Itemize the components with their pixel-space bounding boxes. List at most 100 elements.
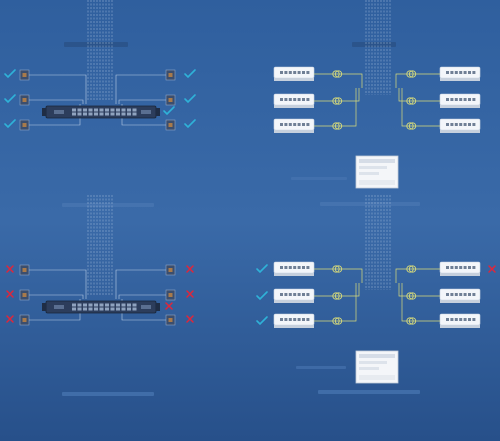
check-stroke bbox=[184, 69, 196, 79]
server-bay bbox=[359, 361, 387, 364]
access-switch-port bbox=[302, 98, 305, 101]
access-switch-port bbox=[288, 71, 292, 74]
access-switch-port bbox=[293, 318, 297, 321]
switch-port bbox=[83, 108, 87, 112]
switch-port bbox=[127, 307, 131, 311]
check-icon bbox=[256, 291, 268, 301]
fiber-cable bbox=[314, 73, 363, 88]
panel-title-bar bbox=[352, 42, 396, 47]
port-jack bbox=[22, 73, 27, 77]
access-switch-port bbox=[306, 293, 310, 296]
access-switch-port bbox=[472, 123, 476, 126]
access-switch-port bbox=[450, 71, 454, 74]
cross-stroke bbox=[186, 315, 194, 323]
port-jack bbox=[22, 98, 27, 102]
fiber-transceiver-icon bbox=[332, 292, 343, 300]
switch-port bbox=[99, 112, 104, 116]
fiber-transceiver-icon bbox=[406, 317, 417, 325]
access-switch bbox=[439, 313, 481, 328]
switch-port bbox=[72, 112, 76, 116]
access-switch-base bbox=[440, 130, 480, 133]
access-switch-port bbox=[463, 98, 467, 101]
fiber-ring bbox=[408, 265, 417, 273]
access-switch-base bbox=[274, 273, 314, 276]
access-switch-port bbox=[454, 318, 458, 321]
access-switch-port bbox=[306, 98, 310, 101]
fiber-ring bbox=[332, 97, 340, 105]
access-switch-port bbox=[454, 266, 458, 269]
access-switch-port bbox=[288, 318, 292, 321]
switch-port bbox=[88, 307, 93, 311]
wall-port-icon bbox=[19, 69, 30, 81]
switch-port bbox=[83, 307, 87, 311]
wall-port-icon bbox=[165, 69, 176, 81]
fiber-ring bbox=[332, 122, 340, 130]
cross-icon bbox=[186, 290, 194, 298]
access-switch-port bbox=[302, 293, 305, 296]
access-switch-port bbox=[446, 98, 449, 101]
access-switch-port bbox=[297, 71, 301, 74]
switch-port bbox=[116, 112, 120, 116]
panel-fiber-normal bbox=[273, 0, 481, 189]
access-switch-base bbox=[274, 325, 314, 328]
access-switch-port bbox=[446, 266, 449, 269]
switch-port bbox=[94, 307, 98, 311]
switch-console bbox=[54, 305, 64, 309]
access-switch-port bbox=[463, 266, 467, 269]
fiber-ring bbox=[334, 122, 343, 130]
access-switch bbox=[273, 288, 315, 303]
access-switch-port bbox=[472, 266, 476, 269]
panel-caption-bar bbox=[62, 203, 154, 207]
access-switch-port bbox=[468, 123, 471, 126]
access-switch-port bbox=[450, 293, 454, 296]
panel-caption-bar bbox=[291, 177, 347, 180]
fiber-cable bbox=[398, 283, 440, 297]
fiber-ring bbox=[408, 122, 417, 130]
fiber-ring bbox=[334, 97, 343, 105]
access-switch-base bbox=[274, 105, 314, 108]
panel-caption-bar bbox=[296, 366, 346, 369]
fiber-ring bbox=[334, 317, 343, 325]
switch-port bbox=[132, 112, 137, 116]
access-switch-port bbox=[454, 71, 458, 74]
switch-port bbox=[88, 303, 93, 307]
access-switch-port bbox=[459, 71, 463, 74]
copper-cable bbox=[29, 74, 87, 104]
server-bay bbox=[359, 375, 395, 380]
cross-icon bbox=[186, 315, 194, 323]
port-jack bbox=[168, 293, 173, 297]
wall-port-icon bbox=[19, 94, 30, 106]
cross-icon bbox=[186, 265, 194, 273]
cross-stroke bbox=[6, 265, 14, 273]
access-switch-port bbox=[284, 318, 288, 321]
check-stroke bbox=[163, 106, 175, 116]
switch-console bbox=[54, 110, 64, 114]
access-switch bbox=[439, 93, 481, 108]
panel-copper-normal bbox=[4, 0, 196, 131]
access-switch-port bbox=[450, 318, 454, 321]
copper-cable bbox=[29, 294, 84, 299]
access-switch-port bbox=[302, 318, 305, 321]
fiber-ring bbox=[334, 292, 343, 300]
cross-stroke bbox=[6, 315, 14, 323]
access-switch-port bbox=[297, 318, 301, 321]
access-switch-port bbox=[302, 123, 305, 126]
cross-icon bbox=[6, 290, 14, 298]
switch-port bbox=[105, 108, 109, 112]
check-icon bbox=[163, 106, 175, 116]
access-switch-port bbox=[280, 266, 283, 269]
access-switch-port bbox=[297, 98, 301, 101]
access-switch-port bbox=[472, 318, 476, 321]
switch-port bbox=[77, 112, 82, 116]
fiber-transceiver-icon bbox=[406, 122, 417, 130]
copper-cable bbox=[118, 294, 166, 299]
access-switch bbox=[273, 66, 315, 81]
wall-port-icon bbox=[19, 119, 30, 131]
rack-ear-right bbox=[156, 108, 160, 116]
fiber-ring bbox=[408, 97, 417, 105]
switch-port bbox=[105, 307, 109, 311]
access-switch-base bbox=[274, 78, 314, 81]
fiber-ring bbox=[334, 70, 343, 78]
fiber-ring bbox=[332, 317, 340, 325]
